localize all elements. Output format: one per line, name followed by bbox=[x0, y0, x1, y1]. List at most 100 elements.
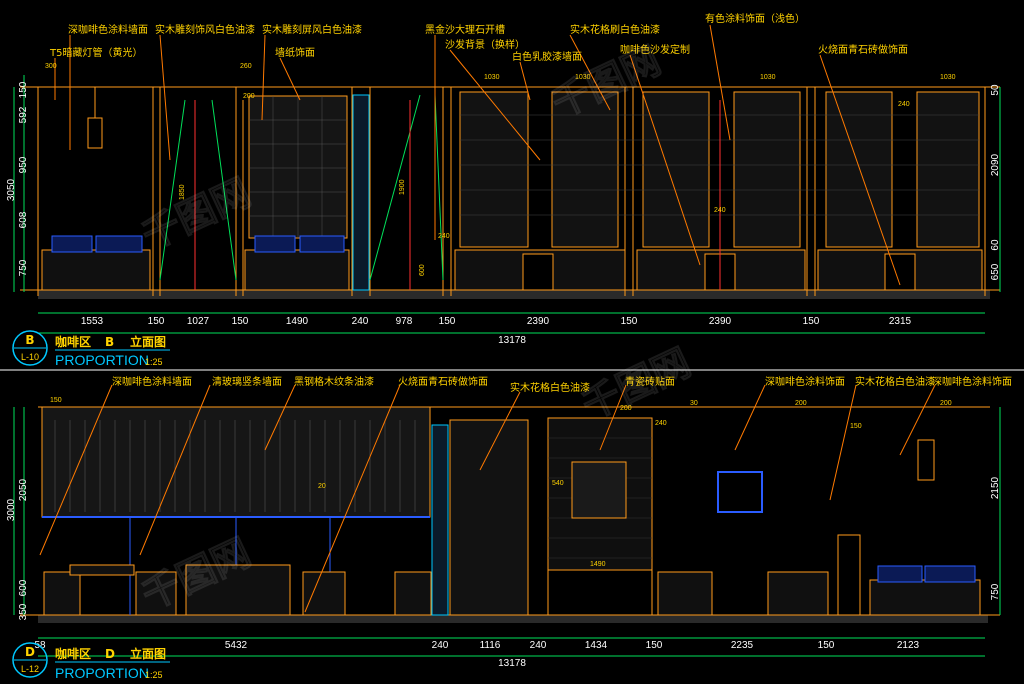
right-dim: 650 bbox=[990, 263, 1001, 280]
elevation-letter: D bbox=[105, 647, 115, 661]
cushions bbox=[51, 235, 345, 253]
top-note: 白色乳胶漆墙面 bbox=[512, 50, 582, 63]
inner-dim: 30 bbox=[690, 400, 698, 407]
left-dim: 950 bbox=[18, 156, 29, 173]
right-dim: 2090 bbox=[990, 153, 1001, 176]
inner-dim: 150 bbox=[850, 423, 862, 430]
section-lines bbox=[159, 94, 721, 290]
inner-dim: 150 bbox=[50, 397, 62, 404]
bottom-dim: 1116 bbox=[480, 640, 501, 651]
inner-dim: 200 bbox=[620, 405, 632, 412]
left-total: 3000 bbox=[6, 498, 17, 521]
floor-slab bbox=[38, 615, 988, 623]
wall-frame bbox=[717, 471, 763, 513]
bottom-note: 深咖啡色涂料饰面 bbox=[932, 375, 1012, 388]
top-dim: 1553 bbox=[81, 316, 104, 327]
bottom-note: 青瓷砖贴面 bbox=[625, 375, 675, 388]
top-dim: 240 bbox=[352, 316, 369, 327]
bottom-dim: 2235 bbox=[731, 640, 754, 651]
top-note: 有色涂料饰面（浅色） bbox=[705, 12, 805, 25]
elevation-title: 咖啡区 bbox=[55, 334, 91, 349]
top-dim: 2315 bbox=[889, 316, 912, 327]
bottom-dim: 240 bbox=[530, 640, 547, 651]
inner-dim: 1030 bbox=[760, 74, 776, 81]
right-dim: 60 bbox=[990, 239, 1001, 251]
slat-wall bbox=[41, 406, 431, 518]
inner-dim: 20 bbox=[318, 483, 326, 490]
bottom-dim: 150 bbox=[646, 640, 663, 651]
top-dim: 150 bbox=[803, 316, 820, 327]
bubble-letter: D bbox=[25, 645, 35, 659]
decor-panel bbox=[571, 461, 627, 519]
bottom-dim: 5432 bbox=[225, 640, 248, 651]
elevation-title: 咖啡区 bbox=[55, 646, 91, 661]
inner-dim: 200 bbox=[243, 93, 255, 100]
cushions bbox=[877, 565, 976, 583]
right-dim: 2150 bbox=[990, 476, 1001, 499]
top-dim: 150 bbox=[148, 316, 165, 327]
section-bubble bbox=[12, 642, 48, 678]
bottom-title-block: D L-12 咖啡区 D 立面图 PROPORTION 1:25 bbox=[12, 642, 170, 681]
top-note: 实木雕刻饰风白色油漆 bbox=[155, 23, 255, 36]
bubble-letter: B bbox=[25, 333, 34, 347]
left-dim: 750 bbox=[18, 259, 29, 276]
bottom-note: 火烧面青石砖做饰面 bbox=[398, 375, 488, 388]
inner-dim: 1490 bbox=[590, 561, 606, 568]
elevation-title-suffix: 立面图 bbox=[130, 334, 166, 349]
proportion-label: PROPORTION bbox=[55, 665, 149, 681]
inner-dim: 240 bbox=[438, 233, 450, 240]
top-note: 火烧面青石砖做饰面 bbox=[818, 43, 908, 56]
top-note: T5暗藏灯管（黄光） bbox=[49, 46, 142, 59]
bottom-note: 深咖啡色涂料墙面 bbox=[112, 375, 192, 388]
left-dim: 2050 bbox=[18, 478, 29, 501]
bottom-note: 清玻璃竖条墙面 bbox=[212, 375, 282, 388]
top-note: 沙发背景（换样） bbox=[445, 38, 525, 51]
bottom-dim: 1434 bbox=[585, 640, 608, 651]
wall-frames bbox=[37, 87, 986, 296]
scale-value: 1:25 bbox=[145, 357, 163, 367]
bottom-note: 黑钢格木纹条油漆 bbox=[294, 375, 374, 388]
inner-dim: 240 bbox=[714, 207, 726, 214]
bottom-note: 深咖啡色涂料饰面 bbox=[765, 375, 845, 388]
side-tables bbox=[522, 253, 916, 291]
screen-pattern bbox=[249, 96, 347, 238]
top-note: 黑金沙大理石开槽 bbox=[425, 23, 505, 36]
top-title-block: B L-10 咖啡区 B 立面图 PROPORTION 1:25 bbox=[12, 330, 170, 368]
seating bbox=[43, 564, 981, 616]
inner-dim: 240 bbox=[898, 101, 910, 108]
marble-column bbox=[431, 424, 449, 616]
top-note: 深咖啡色涂料墙面 bbox=[68, 23, 148, 36]
inner-dim: 240 bbox=[655, 420, 667, 427]
top-note: 咖啡色沙发定制 bbox=[620, 43, 690, 56]
top-note: 实木花格刷白色油漆 bbox=[570, 23, 660, 36]
top-dim: 978 bbox=[396, 316, 413, 327]
bottom-dim: 2123 bbox=[897, 640, 920, 651]
bottom-note: 实木花格白色油漆 bbox=[510, 381, 590, 394]
section-bubble bbox=[12, 330, 48, 366]
inner-dim: 260 bbox=[240, 63, 252, 70]
top-total-dim: 13178 bbox=[498, 335, 526, 346]
bottom-notes: 深咖啡色涂料墙面 清玻璃竖条墙面 黑钢格木纹条油漆 火烧面青石砖做饰面 实木花格… bbox=[112, 375, 1012, 394]
scale-value: 1:25 bbox=[145, 670, 163, 680]
top-dim: 150 bbox=[439, 316, 456, 327]
floor-slab bbox=[38, 290, 990, 299]
bottom-dim: 150 bbox=[818, 640, 835, 651]
inner-dim: 200 bbox=[940, 400, 952, 407]
counter bbox=[547, 569, 653, 616]
top-dimensions: 1553 150 1027 150 1490 240 978 150 2390 … bbox=[6, 63, 1001, 346]
inner-dim: 300 bbox=[45, 63, 57, 70]
top-notes: 深咖啡色涂料墙面 T5暗藏灯管（黄光） 实木雕刻饰风白色油漆 实木雕刻屏风白色油… bbox=[49, 12, 908, 63]
proportion-label: PROPORTION bbox=[55, 352, 149, 368]
top-note: 实木雕刻屏风白色油漆 bbox=[262, 23, 362, 36]
vase-stand bbox=[837, 534, 861, 616]
inner-dim: 1900 bbox=[399, 179, 406, 195]
pendant-lamp bbox=[917, 439, 935, 481]
left-dim: 350 bbox=[18, 603, 29, 620]
left-total: 3050 bbox=[6, 178, 17, 201]
right-dim: 50 bbox=[990, 84, 1001, 96]
bottom-dim: 240 bbox=[432, 640, 449, 651]
right-dim: 750 bbox=[990, 583, 1001, 600]
elevation-letter: B bbox=[105, 335, 114, 349]
left-dim: 608 bbox=[18, 211, 29, 228]
